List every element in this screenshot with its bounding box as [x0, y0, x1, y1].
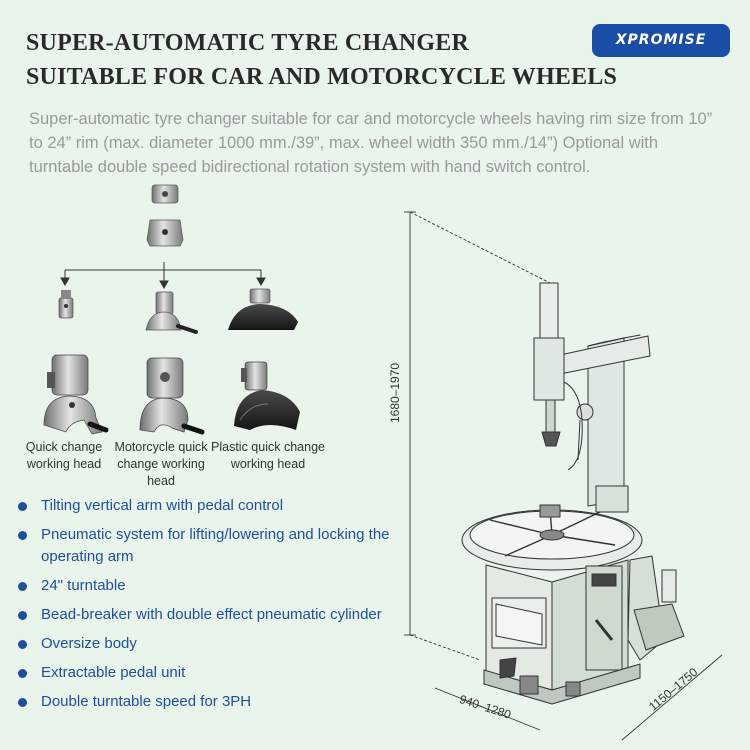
feature-item: Bead-breaker with double effect pneumati… [18, 604, 418, 626]
quick-change-head-label-line-1: Quick change [25, 440, 103, 454]
adapter-top-icon [151, 184, 179, 204]
plastic-quick-change-head-icon [234, 361, 300, 430]
connector-arrows [60, 262, 266, 290]
feature-text: Oversize body [41, 635, 137, 652]
quick-change-head-icon [43, 354, 109, 435]
plastic-head-label-line-2: working head [230, 457, 306, 471]
adapter-sleeve-icon [146, 219, 184, 247]
feature-text: Double turntable speed for 3PH [41, 693, 252, 710]
quick-change-head-label: Quick change working head [22, 439, 106, 473]
small-motorcycle-head-icon [145, 291, 198, 334]
bullet-icon [18, 531, 27, 540]
tyre-changer-machine-icon [461, 282, 685, 705]
feature-text: Pneumatic system for lifting/lowering an… [41, 526, 390, 565]
motorcycle-head-label-line-1: Motorcycle quick [114, 440, 208, 454]
bullet-icon [18, 582, 27, 591]
feature-text: Bead-breaker with double effect pneumati… [41, 606, 382, 623]
motorcycle-quick-change-head-icon [139, 357, 205, 435]
feature-item: Tilting vertical arm with pedal control [18, 495, 418, 517]
feature-item: 24" turntable [18, 575, 418, 597]
quick-change-head-label-line-2: working head [26, 457, 102, 471]
feature-text: Tilting vertical arm with pedal control [41, 497, 284, 514]
feature-item: Oversize body [18, 633, 418, 655]
feature-list: Tilting vertical arm with pedal control … [18, 495, 418, 720]
plastic-head-label: Plastic quick change working head [208, 439, 328, 473]
bullet-icon [18, 611, 27, 620]
motorcycle-head-label: Motorcycle quick change working head [102, 439, 220, 490]
brand-logo: XPROMISE [592, 24, 730, 57]
feature-text: 24" turntable [41, 577, 126, 594]
motorcycle-head-label-line-2: change working head [117, 457, 205, 488]
dimension-lines [404, 211, 723, 741]
small-plastic-head-icon [228, 288, 298, 330]
page-title-line-2: SUITABLE FOR CAR AND MOTORCYCLE WHEELS [26, 64, 618, 90]
product-description: Super-automatic tyre changer suitable fo… [29, 110, 713, 176]
small-quick-change-head-icon [58, 290, 74, 319]
bullet-icon [18, 698, 27, 707]
bullet-icon [18, 669, 27, 678]
height-dimension-label: 1680–1970 [388, 362, 402, 423]
feature-text: Extractable pedal unit [41, 664, 186, 681]
bullet-icon [18, 640, 27, 649]
bullet-icon [18, 502, 27, 511]
plastic-head-label-line-1: Plastic quick change [211, 440, 325, 454]
page-title-line-1: SUPER-AUTOMATIC TYRE CHANGER [26, 30, 469, 56]
feature-item: Pneumatic system for lifting/lowering an… [18, 524, 418, 568]
feature-item: Extractable pedal unit [18, 662, 418, 684]
feature-item: Double turntable speed for 3PH [18, 691, 418, 713]
